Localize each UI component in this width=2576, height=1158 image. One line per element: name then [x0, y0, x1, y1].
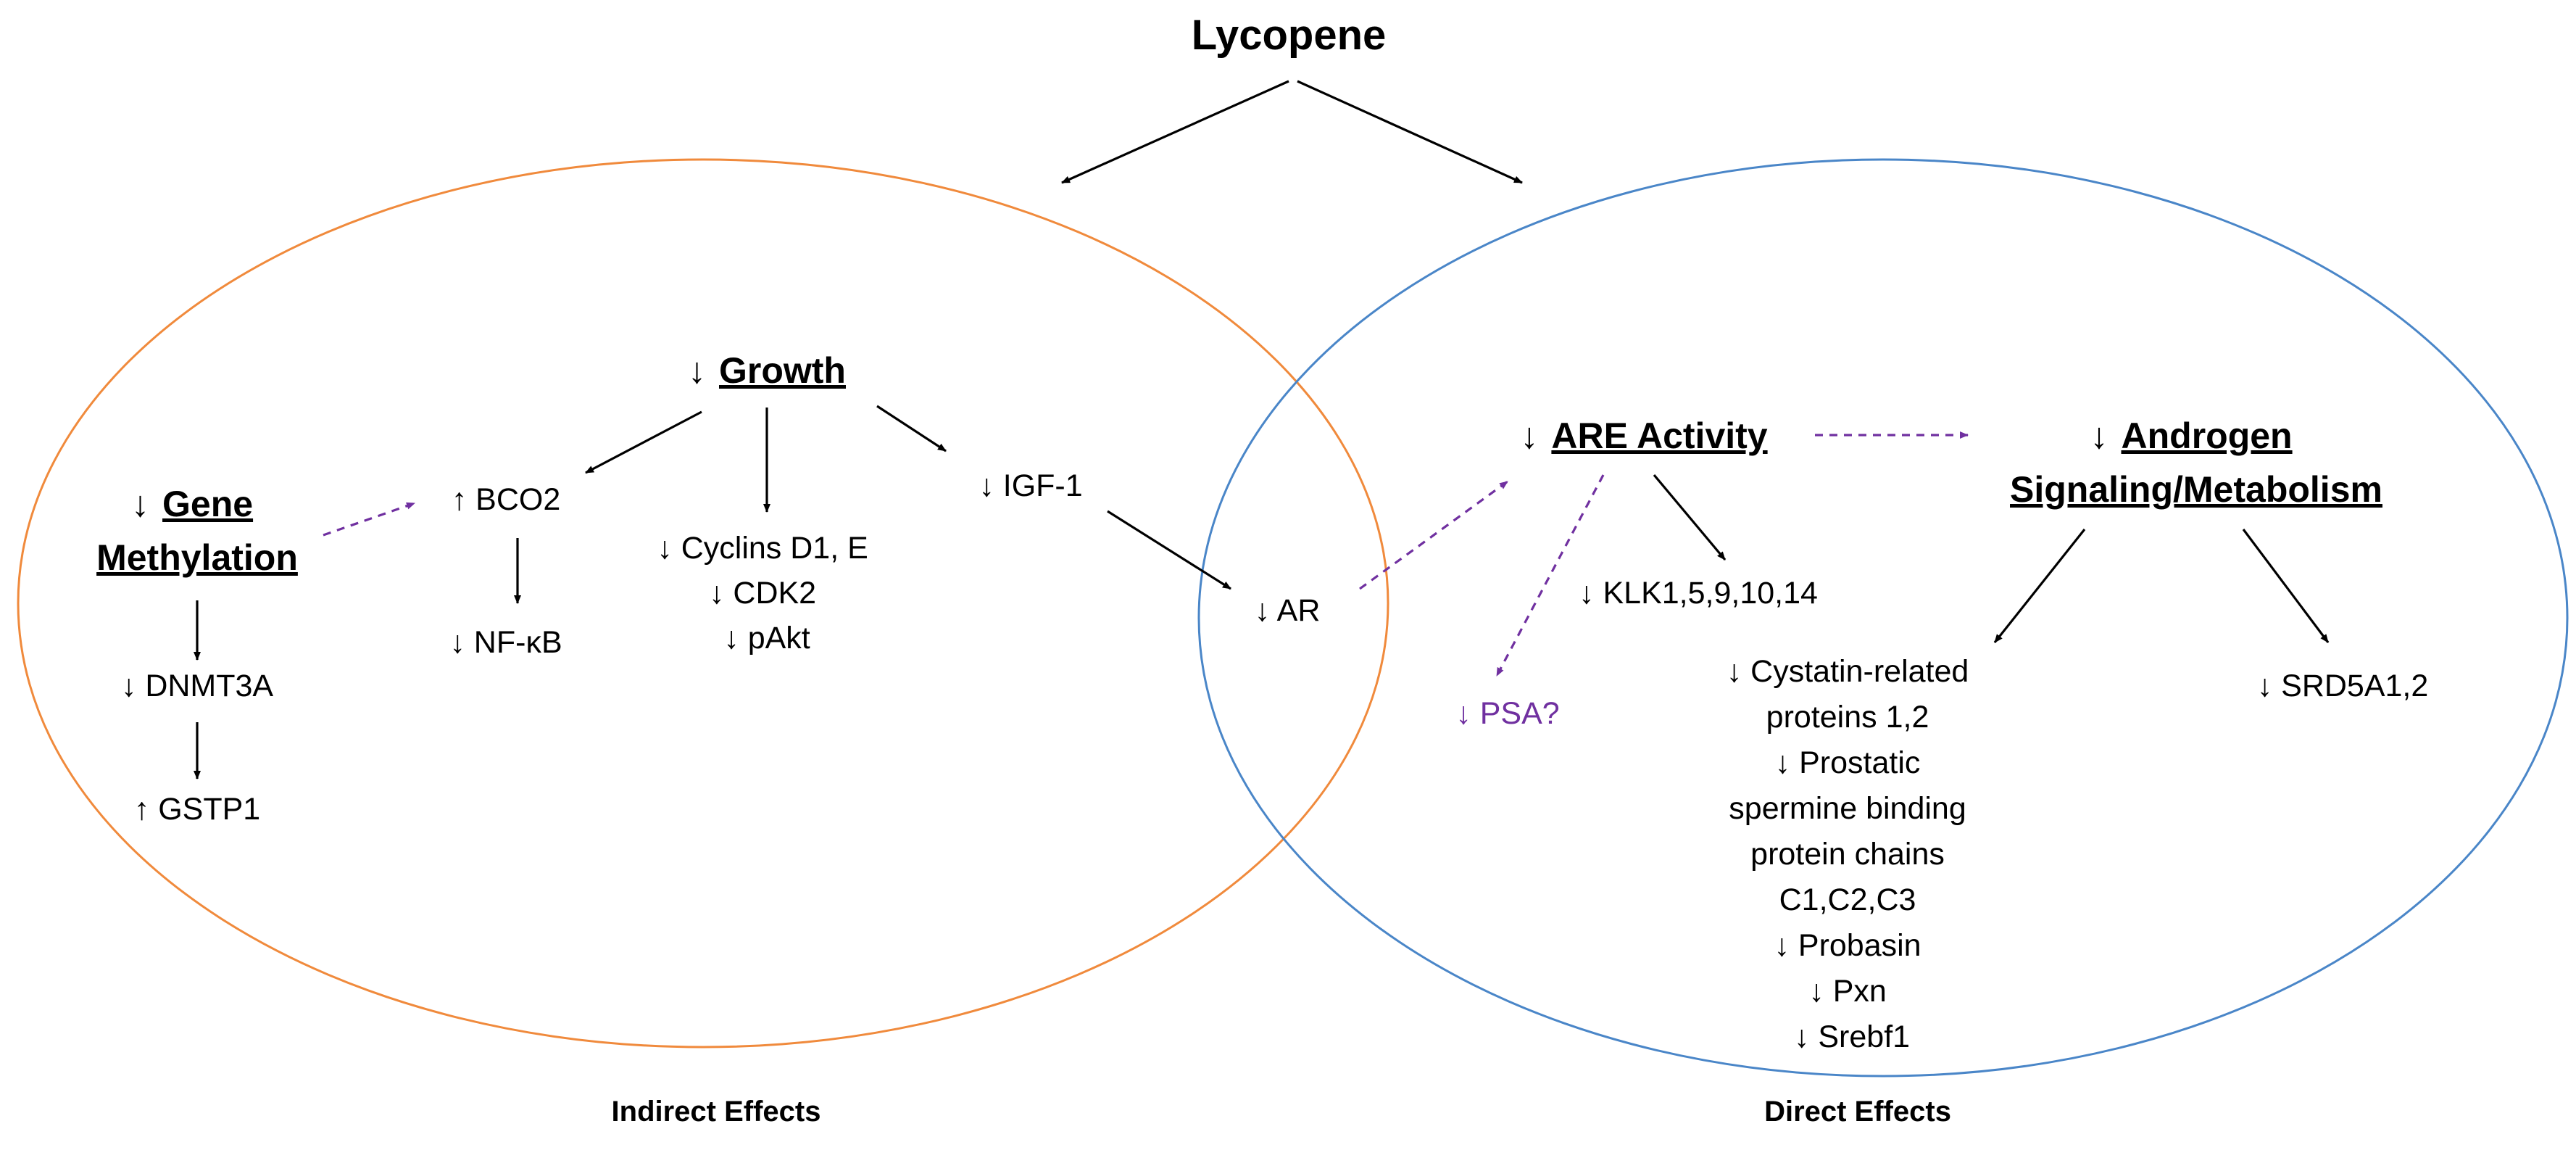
- are-activity-node: ↓ ARE Activity: [1520, 415, 1767, 456]
- arrow-growth-to-igf1: [876, 405, 947, 452]
- cystatin-line: spermine binding: [1729, 791, 1966, 826]
- gene-methylation-node: ↓ Gene Methylation: [96, 484, 298, 578]
- igf1-node: ↓ IGF-1: [979, 468, 1082, 503]
- cystatin-line: C1,C2,C3: [1779, 882, 1916, 917]
- arrow-growth-to-bco2: [585, 410, 702, 474]
- arrow-lycopene-to-indirect: [1061, 80, 1289, 184]
- down-arrow-icon: ↓: [2090, 415, 2108, 456]
- androgen-line2: Signaling/Metabolism: [2010, 469, 2382, 510]
- cyclins-node: ↓ Cyclins D1, E ↓ CDK2 ↓ pAkt: [657, 531, 876, 655]
- cystatin-line: ↓ Srebf1: [1794, 1020, 1910, 1054]
- cystatin-line: protein chains: [1750, 837, 1945, 872]
- dashed-arrow-ar-to-are: [1359, 480, 1508, 590]
- down-arrow-icon: ↓: [688, 350, 706, 391]
- cystatin-node: ↓ Cystatin-related proteins 1,2 ↓ Prosta…: [1727, 654, 1978, 1054]
- direct-effects-caption: Direct Effects: [1764, 1096, 1951, 1128]
- are-activity-label: ARE Activity: [1551, 415, 1767, 456]
- gstp1-node: ↑ GSTP1: [134, 792, 260, 827]
- androgen-signaling-node: ↓ Androgen Signaling/Metabolism: [2010, 415, 2382, 510]
- klk-node: ↓ KLK1,5,9,10,14: [1579, 576, 1818, 611]
- cystatin-line: ↓ Probasin: [1774, 928, 1921, 963]
- gene-methylation-line2: Methylation: [96, 537, 298, 578]
- psa-node: ↓ PSA?: [1455, 696, 1559, 731]
- arrow-lycopene-to-direct: [1297, 80, 1523, 184]
- down-arrow-icon: ↓: [1520, 415, 1538, 456]
- bco2-node: ↑ BCO2: [452, 482, 561, 517]
- androgen-line1: Androgen: [2122, 415, 2293, 456]
- cystatin-line: ↓ Pxn: [1808, 974, 1887, 1009]
- dashed-arrow-methylation-to-bco2: [323, 502, 415, 537]
- diagram-title: Lycopene: [1192, 12, 1387, 59]
- arrow-are-to-klk: [1653, 473, 1727, 561]
- cystatin-line: ↓ Cystatin-related: [1727, 654, 1969, 689]
- indirect-effects-circle: [17, 158, 1389, 1049]
- growth-node: ↓ Growth: [688, 350, 846, 391]
- gene-methylation-line1: Gene: [162, 484, 253, 524]
- arrow-androgen-to-cystatin: [1993, 529, 2086, 643]
- growth-label: Growth: [719, 350, 846, 391]
- dnmt3a-node: ↓ DNMT3A: [121, 669, 274, 703]
- cystatin-line: ↓ Prostatic: [1775, 745, 1921, 780]
- nfkb-node: ↓ NF-κB: [449, 625, 562, 660]
- cystatin-line: proteins 1,2: [1766, 700, 1929, 735]
- cyclins-line: ↓ Cyclins D1, E: [657, 531, 868, 566]
- indirect-effects-caption: Indirect Effects: [612, 1096, 821, 1128]
- arrow-androgen-to-srd5a: [2242, 529, 2330, 643]
- srd5a-node: ↓ SRD5A1,2: [2257, 669, 2429, 703]
- down-arrow-icon: ↓: [131, 484, 149, 524]
- arrow-igf1-to-ar: [1107, 510, 1231, 590]
- pakt-line: ↓ pAkt: [723, 621, 810, 655]
- direct-effects-circle: [1197, 158, 2569, 1078]
- ar-node: ↓ AR: [1255, 593, 1321, 628]
- dashed-arrow-are-to-psa: [1495, 474, 1605, 677]
- cdk2-line: ↓ CDK2: [709, 576, 816, 611]
